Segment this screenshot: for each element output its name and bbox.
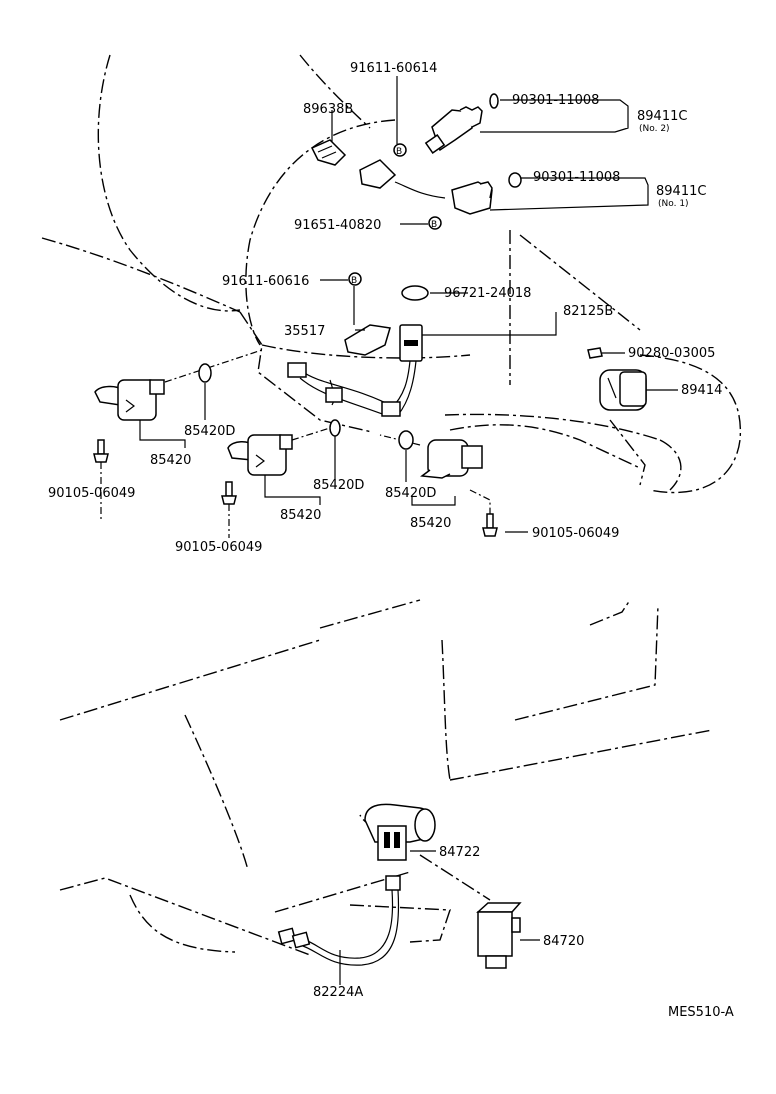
sensor-89411c-no2 [424,106,483,154]
bolts-solenoid [93,439,498,538]
wiring-harness [287,362,401,417]
leader-lines-upper [139,76,678,533]
label-90105-06049-b: 90105-06049 [175,540,262,555]
solenoid-middle [227,427,331,476]
wire-82224a [277,875,401,966]
leader-lines-lower [339,850,540,985]
label-90105-06049-a: 90105-06049 [48,486,135,501]
label-90301-11008-b: 90301-11008 [533,170,620,185]
label-35517: 35517 [284,324,325,339]
label-82125b: 82125B [563,304,613,319]
label-96721-24018: 96721-24018 [444,286,531,301]
switch-housing-84722 [364,803,436,861]
label-85420-b: 85420 [280,508,321,523]
body-outline-lower [59,599,713,956]
label-90105-06049-c: 90105-06049 [532,526,619,541]
part-labels: 91611-60614 89638B 90301-11008 89411C (N… [48,61,734,1020]
orings-solenoid [198,363,414,450]
clip-89638b [310,139,347,166]
label-85420d-a: 85420D [184,424,235,439]
solenoid-left [94,349,263,421]
body-outline-upper [41,54,742,494]
label-85420-a: 85420 [150,453,191,468]
label-89411c-b: 89411C [656,184,706,199]
solenoid-right [379,434,483,479]
diagram-code: MES510-A [668,1005,734,1020]
label-84720: 84720 [543,934,584,949]
label-91651-40820: 91651-40820 [294,218,381,233]
label-85420d-c: 85420D [385,486,436,501]
relay-89414 [599,369,647,411]
clip-90280-03005 [587,347,603,359]
svg-text:B: B [396,147,402,157]
label-91611-60614: 91611-60614 [350,61,437,76]
bracket-35517 [344,324,391,356]
label-89638b: 89638B [303,102,353,117]
svg-text:B: B [431,220,437,230]
bolts-upper: B B B [348,143,442,286]
label-89411c-a: 89411C [637,109,687,124]
label-84722: 84722 [439,845,480,860]
label-85420d-b: 85420D [313,478,364,493]
label-89414: 89414 [681,383,722,398]
switch-84720 [476,902,522,969]
label-90280-03005: 90280-03005 [628,346,715,361]
orings-upper [401,93,522,301]
label-91611-60616: 91611-60616 [222,274,309,289]
svg-text:B: B [351,276,357,286]
label-90301-11008-a: 90301-11008 [512,93,599,108]
label-85420-c: 85420 [410,516,451,531]
label-no1: (No. 1) [658,199,689,209]
label-82224a: 82224A [313,985,363,1000]
sensor-89411c-no1 [359,159,493,215]
label-no2: (No. 2) [639,124,670,134]
